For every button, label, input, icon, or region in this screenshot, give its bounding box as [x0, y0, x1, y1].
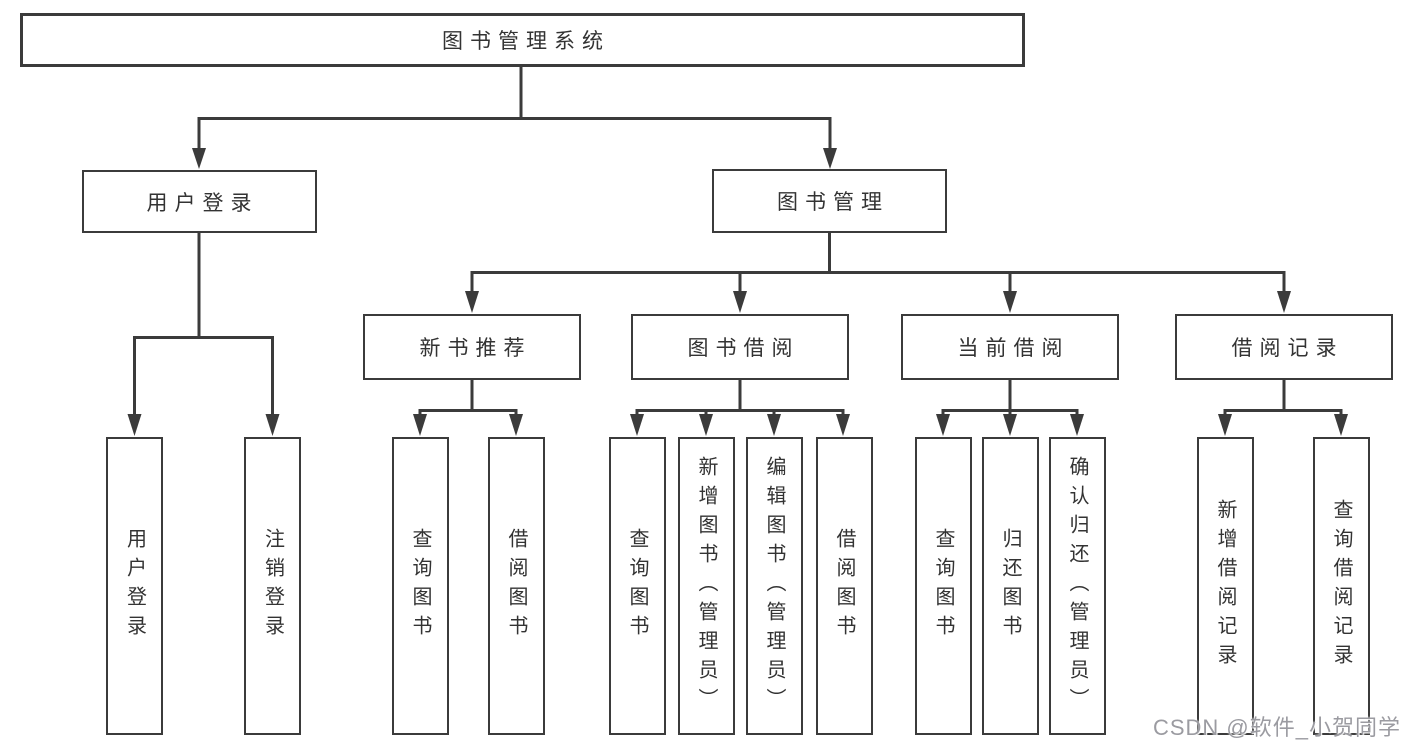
connector-new-book-to-leaves [418, 380, 518, 416]
leaf-label: 查询图书 [626, 528, 648, 644]
node-user-login: 用户登录 [81, 170, 317, 233]
leaf-label: 确认归还（管理员） [1066, 455, 1088, 717]
arrowheads-root-to-branches [192, 148, 837, 169]
arrowheads-user-login-leaves [127, 414, 280, 436]
node-label: 图书管理系统 [442, 30, 610, 53]
leaf-add-book-admin: 新增图书（管理员） [677, 437, 735, 735]
leaf-label: 新增借阅记录 [1214, 499, 1236, 673]
leaf-label: 查询借阅记录 [1330, 499, 1352, 673]
leaf-label: 借阅图书 [505, 528, 527, 644]
arrowheads-book-borrow-leaves [630, 414, 850, 436]
leaf-label: 新增图书（管理员） [695, 455, 717, 717]
node-label: 图书管理 [777, 191, 889, 214]
node-label: 图书借阅 [687, 337, 800, 360]
connector-user-login-to-leaves [133, 233, 274, 415]
leaf-label: 查询图书 [409, 528, 431, 644]
leaf-label: 查询图书 [932, 528, 954, 644]
connector-book-management-to-modules [470, 233, 1286, 292]
arrowheads-borrow-record-leaves [1218, 414, 1348, 436]
node-label: 当前借阅 [957, 337, 1070, 360]
arrowheads-current-borrow-leaves [936, 414, 1084, 436]
leaf-label: 注销登录 [261, 528, 284, 644]
csdn-watermark: CSDN @软件_小贺同学 [1152, 715, 1401, 740]
leaf-label: 归还图书 [999, 528, 1021, 644]
leaf-borrow-books: 借阅图书 [815, 437, 873, 735]
connector-root-to-branches [197, 67, 832, 150]
leaf-add-borrow-record: 新增借阅记录 [1196, 437, 1254, 735]
node-current-borrow: 当前借阅 [901, 314, 1119, 380]
leaf-edit-book-admin: 编辑图书（管理员） [745, 437, 803, 735]
leaf-logout: 注销登录 [244, 437, 301, 735]
node-label: 借阅记录 [1231, 337, 1344, 360]
leaf-query-books-recommend: 查询图书 [391, 437, 449, 735]
connector-book-borrow-to-leaves [635, 380, 845, 416]
leaf-return-book: 归还图书 [981, 437, 1039, 735]
leaf-label: 借阅图书 [833, 528, 855, 644]
connector-borrow-record-to-leaves [1223, 380, 1343, 416]
leaf-confirm-return-admin: 确认归还（管理员） [1048, 437, 1106, 735]
leaf-borrow-books-recommend: 借阅图书 [487, 437, 545, 735]
node-new-book-recommend: 新书推荐 [363, 314, 581, 380]
leaf-label: 用户登录 [123, 528, 146, 644]
connector-current-borrow-to-leaves [941, 380, 1079, 416]
arrowheads-new-book-leaves [413, 414, 523, 436]
node-book-management: 图书管理 [712, 169, 947, 233]
arrowheads-modules [465, 291, 1291, 313]
leaf-query-books-borrow: 查询图书 [608, 437, 666, 735]
leaf-query-borrow-record: 查询借阅记录 [1312, 437, 1370, 735]
node-book-borrow: 图书借阅 [631, 314, 849, 380]
node-borrow-records: 借阅记录 [1175, 314, 1393, 380]
node-library-management-system: 图书管理系统 [20, 13, 1025, 67]
leaf-user-login: 用户登录 [106, 437, 163, 735]
node-label: 新书推荐 [419, 337, 532, 360]
node-label: 用户登录 [146, 191, 259, 215]
leaf-label: 编辑图书（管理员） [763, 455, 785, 717]
leaf-query-books-current: 查询图书 [914, 437, 972, 735]
